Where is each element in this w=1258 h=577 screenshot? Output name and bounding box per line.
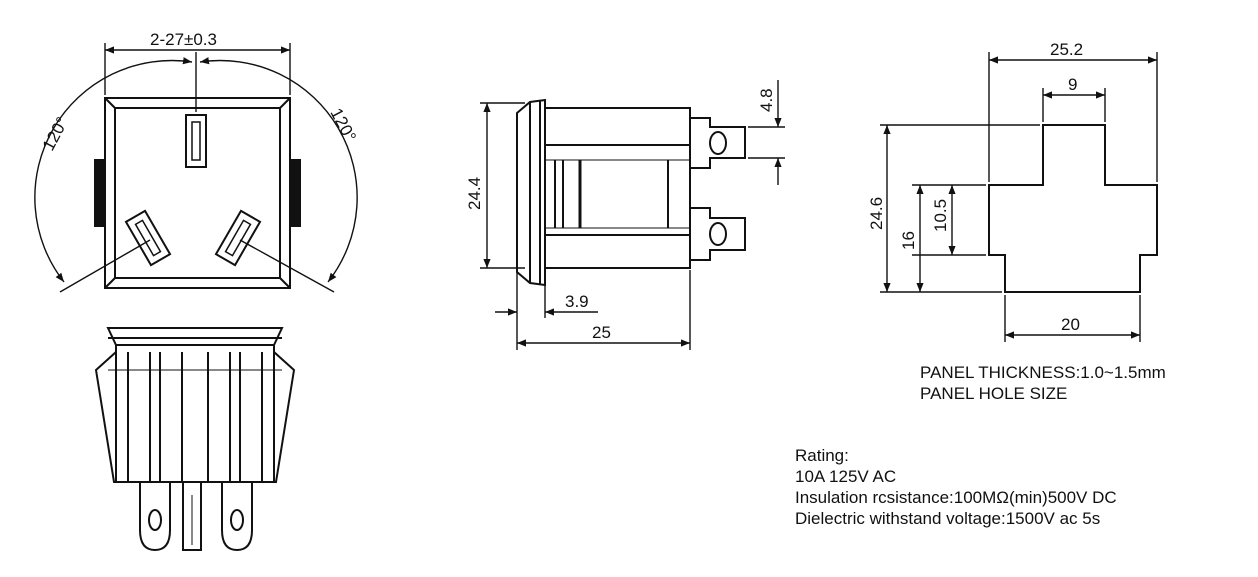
rating-block: Rating: 10A 125V AC Insulation rcsistanc… xyxy=(795,445,1117,529)
panel-cutout xyxy=(988,124,1158,293)
rating-line: 10A 125V AC xyxy=(795,467,897,486)
cutout-bottom-width-label: 20 xyxy=(1061,315,1080,334)
side-flange-label: 3.9 xyxy=(565,292,589,311)
front-width-label: 2-27±0.3 xyxy=(150,30,217,49)
side-tab-label: 4.8 xyxy=(757,88,776,112)
rating-line: Dielectric withstand voltage:1500V ac 5s xyxy=(795,509,1101,528)
cutout-dimensions xyxy=(880,52,1158,342)
rating-line: Insulation rcsistance:100MΩ(min)500V DC xyxy=(795,488,1117,507)
front-view xyxy=(94,97,301,289)
cutout-top-width-label: 25.2 xyxy=(1050,40,1083,59)
angle-left-label: 120° xyxy=(39,114,72,154)
panel-thickness-text: PANEL THICKNESS:1.0~1.5mm xyxy=(920,363,1166,382)
cutout-height-mid-label: 16 xyxy=(899,231,918,250)
cutout-top-step-label: 9 xyxy=(1068,75,1077,94)
side-height-label: 24.4 xyxy=(465,177,484,210)
bottom-view xyxy=(94,327,296,552)
side-view xyxy=(516,98,746,287)
angle-right-label: 120° xyxy=(326,105,359,145)
side-depth-label: 25 xyxy=(592,323,611,342)
cutout-height-inner-label: 10.5 xyxy=(931,199,950,232)
front-dimensions xyxy=(34,43,358,293)
side-dimensions xyxy=(480,80,785,350)
rating-title: Rating: xyxy=(795,446,849,465)
panel-hole-size-text: PANEL HOLE SIZE xyxy=(920,384,1068,403)
cutout-height-total-label: 24.6 xyxy=(867,197,886,230)
panel-notes: PANEL THICKNESS:1.0~1.5mm PANEL HOLE SIZ… xyxy=(920,362,1166,404)
